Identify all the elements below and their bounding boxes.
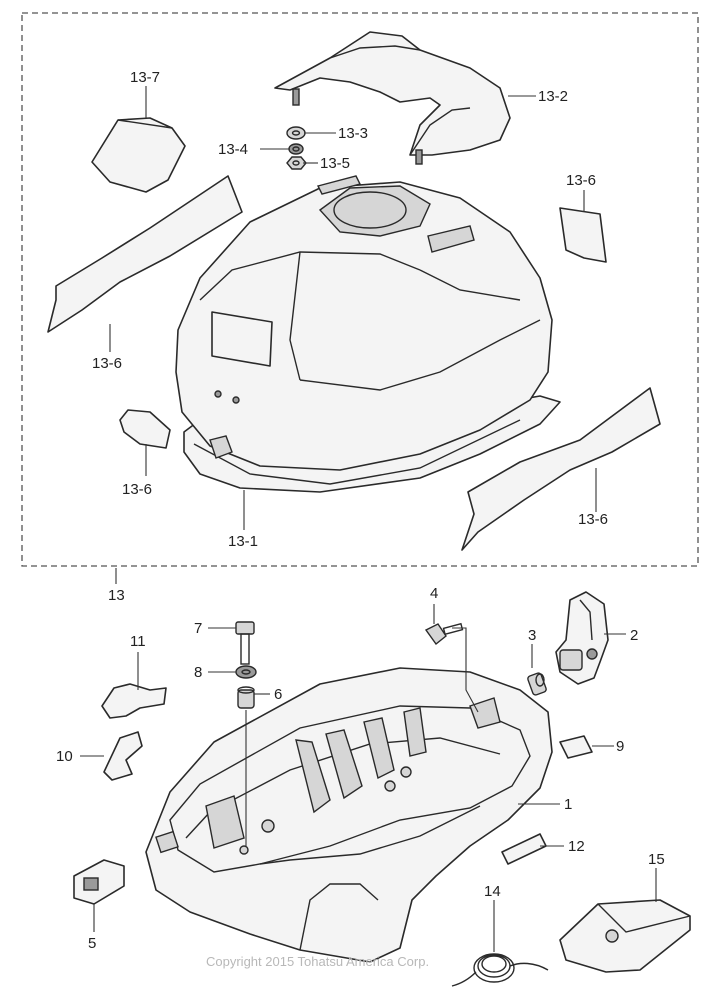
label-13-7: 13-7 xyxy=(130,69,160,86)
label-13-6-right-large: 13-6 xyxy=(578,511,608,528)
copyright-text: Copyright 2015 Tohatsu America Corp. xyxy=(206,954,429,969)
label-13-6-left-small: 13-6 xyxy=(122,481,152,498)
label-14: 14 xyxy=(484,883,501,900)
label-10: 10 xyxy=(56,748,73,765)
label-2: 2 xyxy=(630,627,638,644)
part-8-washer xyxy=(235,665,257,679)
part-13-3-washer xyxy=(286,126,306,140)
label-3: 3 xyxy=(528,627,536,644)
part-4-bolt xyxy=(424,622,464,646)
label-13-6-right-small: 13-6 xyxy=(566,172,596,189)
part-2-lever xyxy=(555,591,609,685)
part-1-bottom-cowl xyxy=(145,667,553,963)
label-8: 8 xyxy=(194,664,202,681)
part-15-pouch xyxy=(559,899,691,973)
part-5-connector xyxy=(73,859,125,905)
part-13-7-decal xyxy=(91,117,186,193)
part-9-decal xyxy=(559,735,593,759)
part-13-1-top-cowl xyxy=(175,175,561,493)
part-13-6-decal-right-large xyxy=(461,387,661,551)
part-13-4-grommet xyxy=(288,143,304,155)
label-7: 7 xyxy=(194,620,202,637)
label-13-2: 13-2 xyxy=(538,88,568,105)
part-6-spacer xyxy=(237,686,255,709)
part-13-6-decal-left-small xyxy=(119,409,171,449)
label-12: 12 xyxy=(568,838,585,855)
top-cowl-assembly-boundary xyxy=(21,12,699,567)
part-3-collar xyxy=(527,672,547,696)
label-6: 6 xyxy=(274,686,282,703)
part-13-6-decal-right-small xyxy=(559,207,607,263)
label-13-4: 13-4 xyxy=(218,141,248,158)
part-14-wire xyxy=(451,953,549,987)
part-10-decal xyxy=(103,731,143,781)
label-13-3: 13-3 xyxy=(338,125,368,142)
label-13-5: 13-5 xyxy=(320,155,350,172)
label-1: 1 xyxy=(564,796,572,813)
leader-lines xyxy=(80,86,657,952)
part-11-decal xyxy=(101,683,167,719)
label-4: 4 xyxy=(430,585,438,602)
label-13-6-left-large: 13-6 xyxy=(92,355,122,372)
part-12-decal xyxy=(501,833,547,865)
part-7-bolt xyxy=(235,621,255,665)
label-13: 13 xyxy=(108,587,125,604)
label-11: 11 xyxy=(130,633,146,650)
part-13-6-decal-left-large xyxy=(47,175,243,333)
label-15: 15 xyxy=(648,851,665,868)
part-13-2-rear-cover xyxy=(274,31,511,165)
label-9: 9 xyxy=(616,738,624,755)
label-5: 5 xyxy=(88,935,96,952)
label-13-1: 13-1 xyxy=(228,533,258,550)
